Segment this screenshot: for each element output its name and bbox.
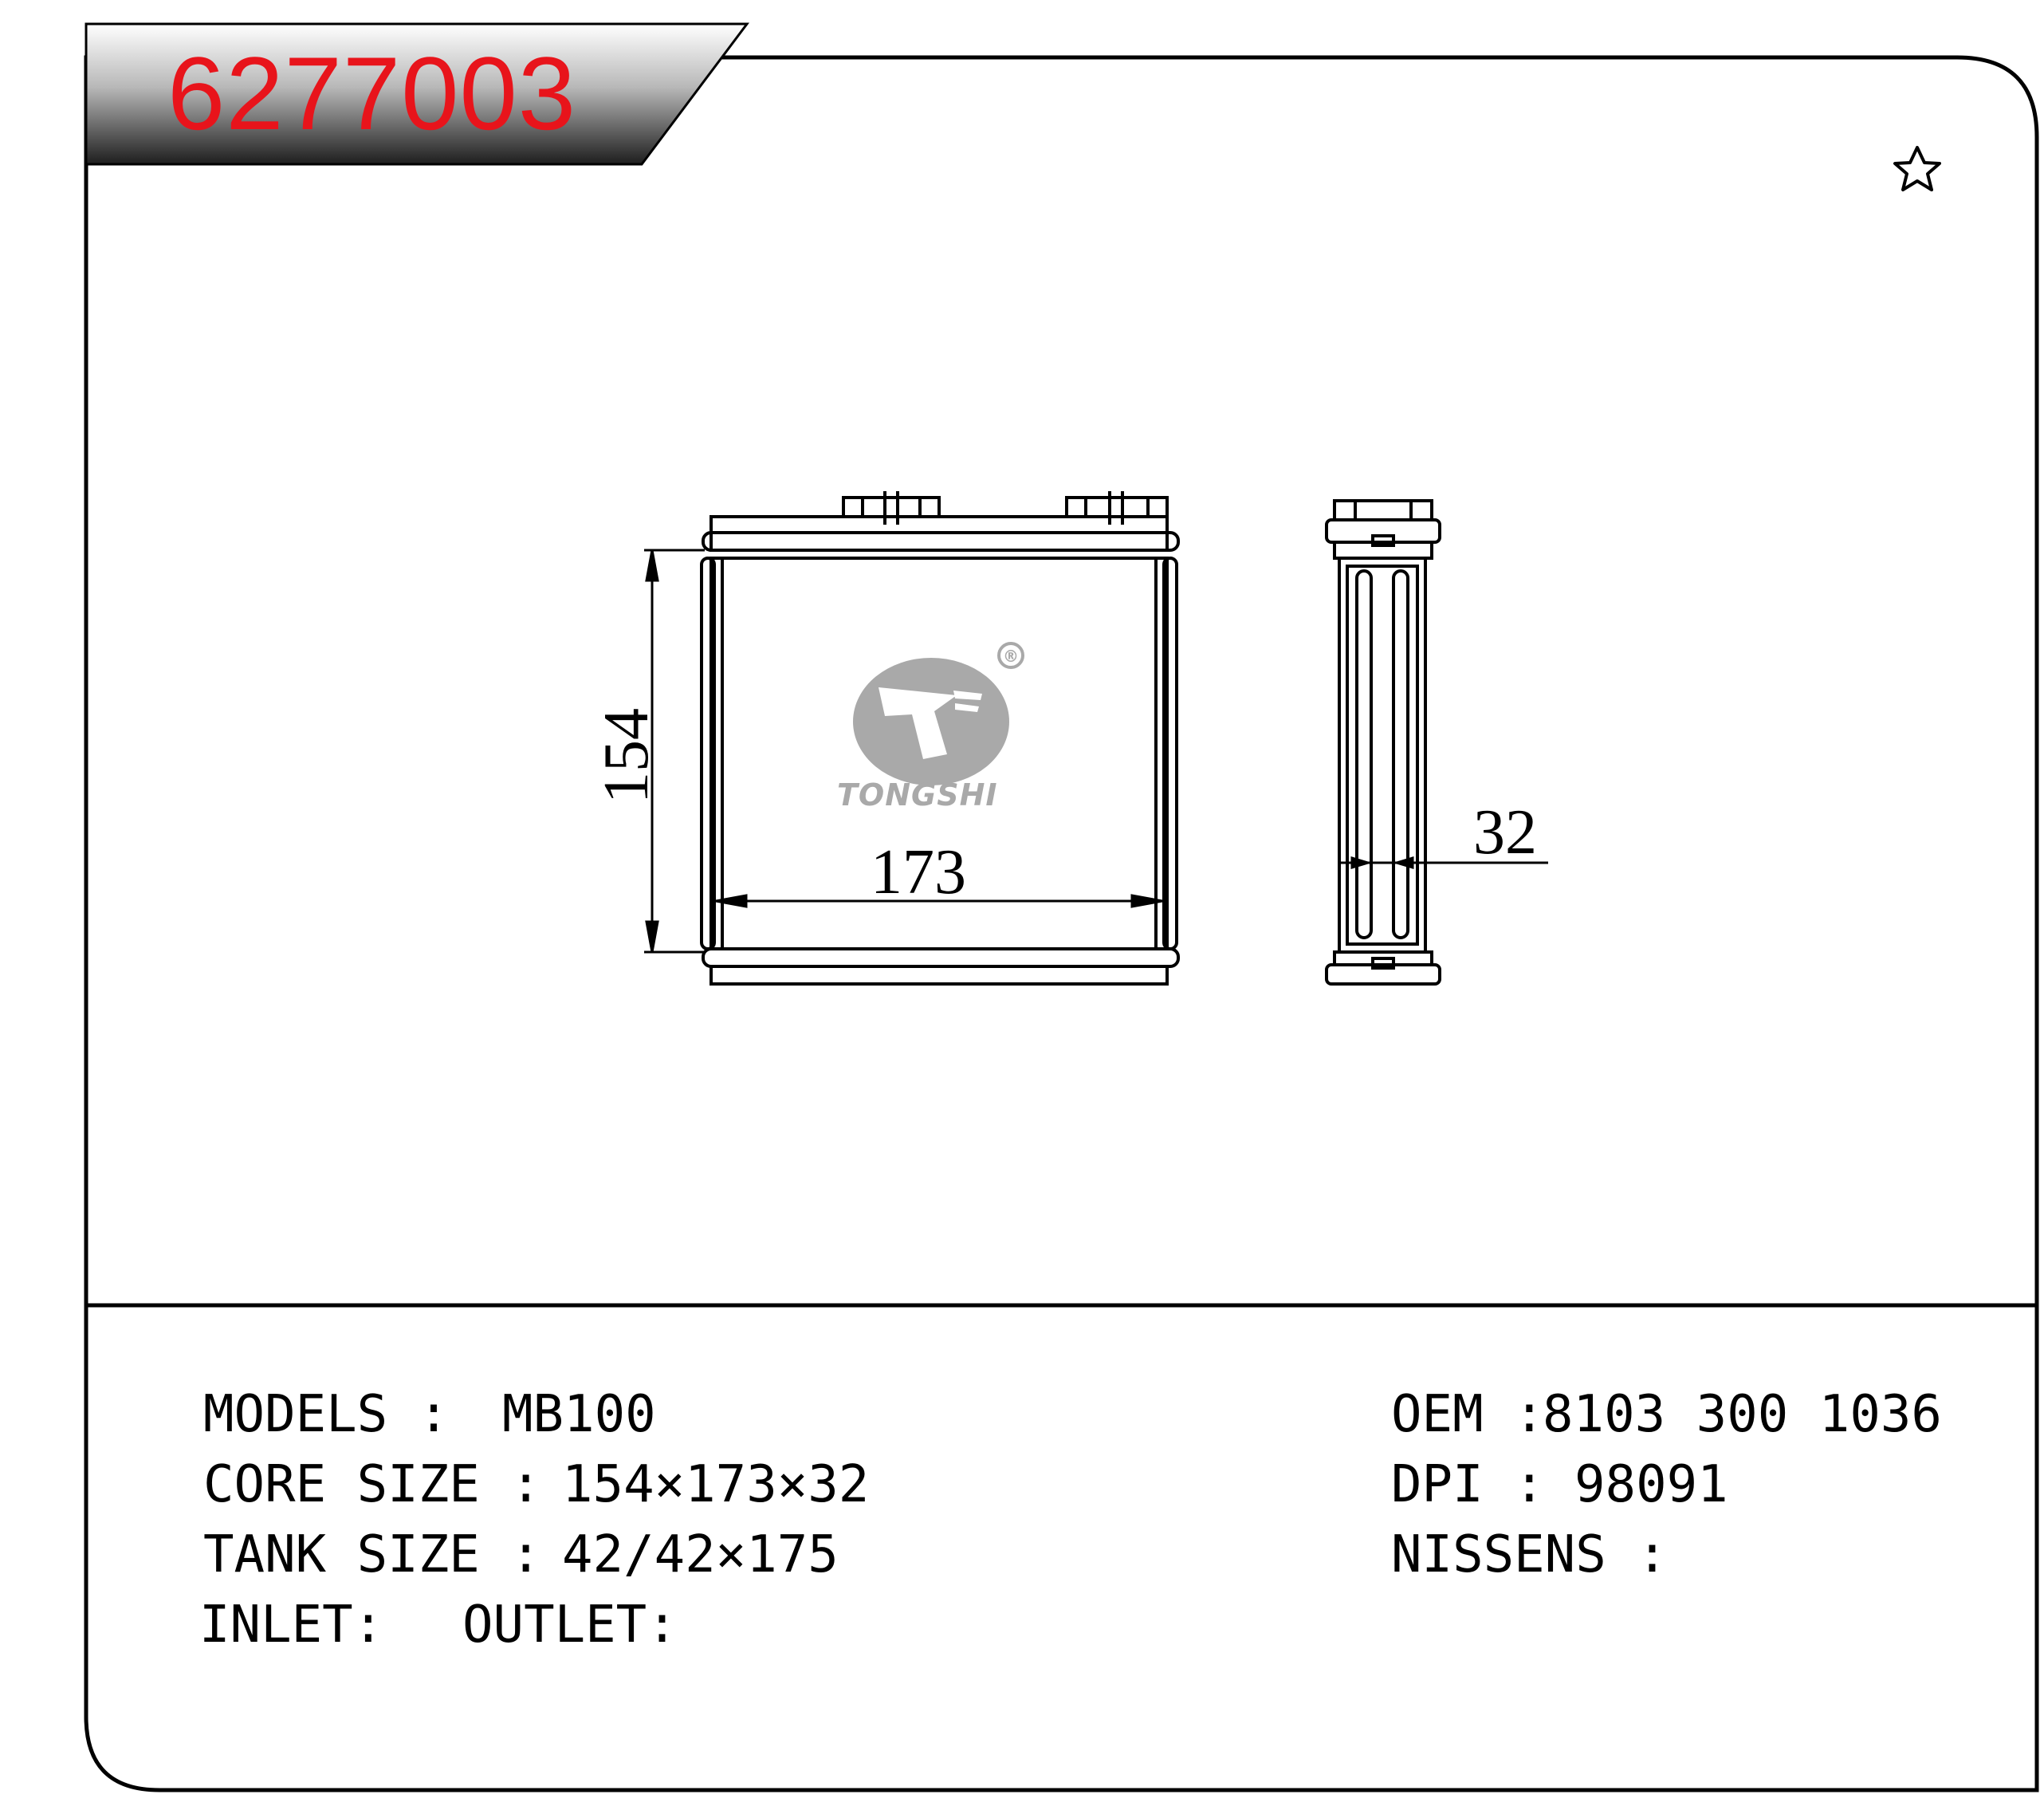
dpi-label: DPI : <box>1391 1455 1545 1514</box>
tank-size-value: 42/42×175 <box>562 1525 839 1584</box>
width-label: 173 <box>871 837 966 907</box>
brand-name: TONGSHI <box>837 777 998 813</box>
registered-mark: ® <box>1003 647 1019 666</box>
depth-label: 32 <box>1473 797 1537 868</box>
star-outline-icon[interactable] <box>1893 146 1941 191</box>
part-number: 6277003 <box>167 35 577 151</box>
part-number-tab <box>85 22 749 166</box>
models-label: MODELS : <box>203 1385 450 1444</box>
sheet-frame <box>84 55 2039 1792</box>
dpi-value: 98091 <box>1574 1455 1728 1514</box>
width-dimension <box>715 894 1163 908</box>
tank-size-label: TANK SIZE : <box>203 1525 541 1584</box>
side-view <box>1325 499 1441 986</box>
outlet-label: OUTLET: <box>462 1596 678 1655</box>
tongshi-logo: ® TONGSHI <box>837 642 1024 813</box>
nissens-label: NISSENS : <box>1391 1525 1668 1584</box>
oem-value: 8103 300 1036 <box>1543 1385 1942 1444</box>
models-value: MB100 <box>502 1385 656 1444</box>
oem-label: OEM : <box>1391 1385 1545 1444</box>
front-view <box>700 491 1180 986</box>
core-size-label: CORE SIZE : <box>203 1455 541 1514</box>
height-dimension <box>644 549 705 954</box>
inlet-label: INLET: <box>199 1596 384 1655</box>
depth-dimension <box>1339 856 1548 870</box>
core-size-value: 154×173×32 <box>562 1455 870 1514</box>
height-label: 154 <box>592 708 662 804</box>
